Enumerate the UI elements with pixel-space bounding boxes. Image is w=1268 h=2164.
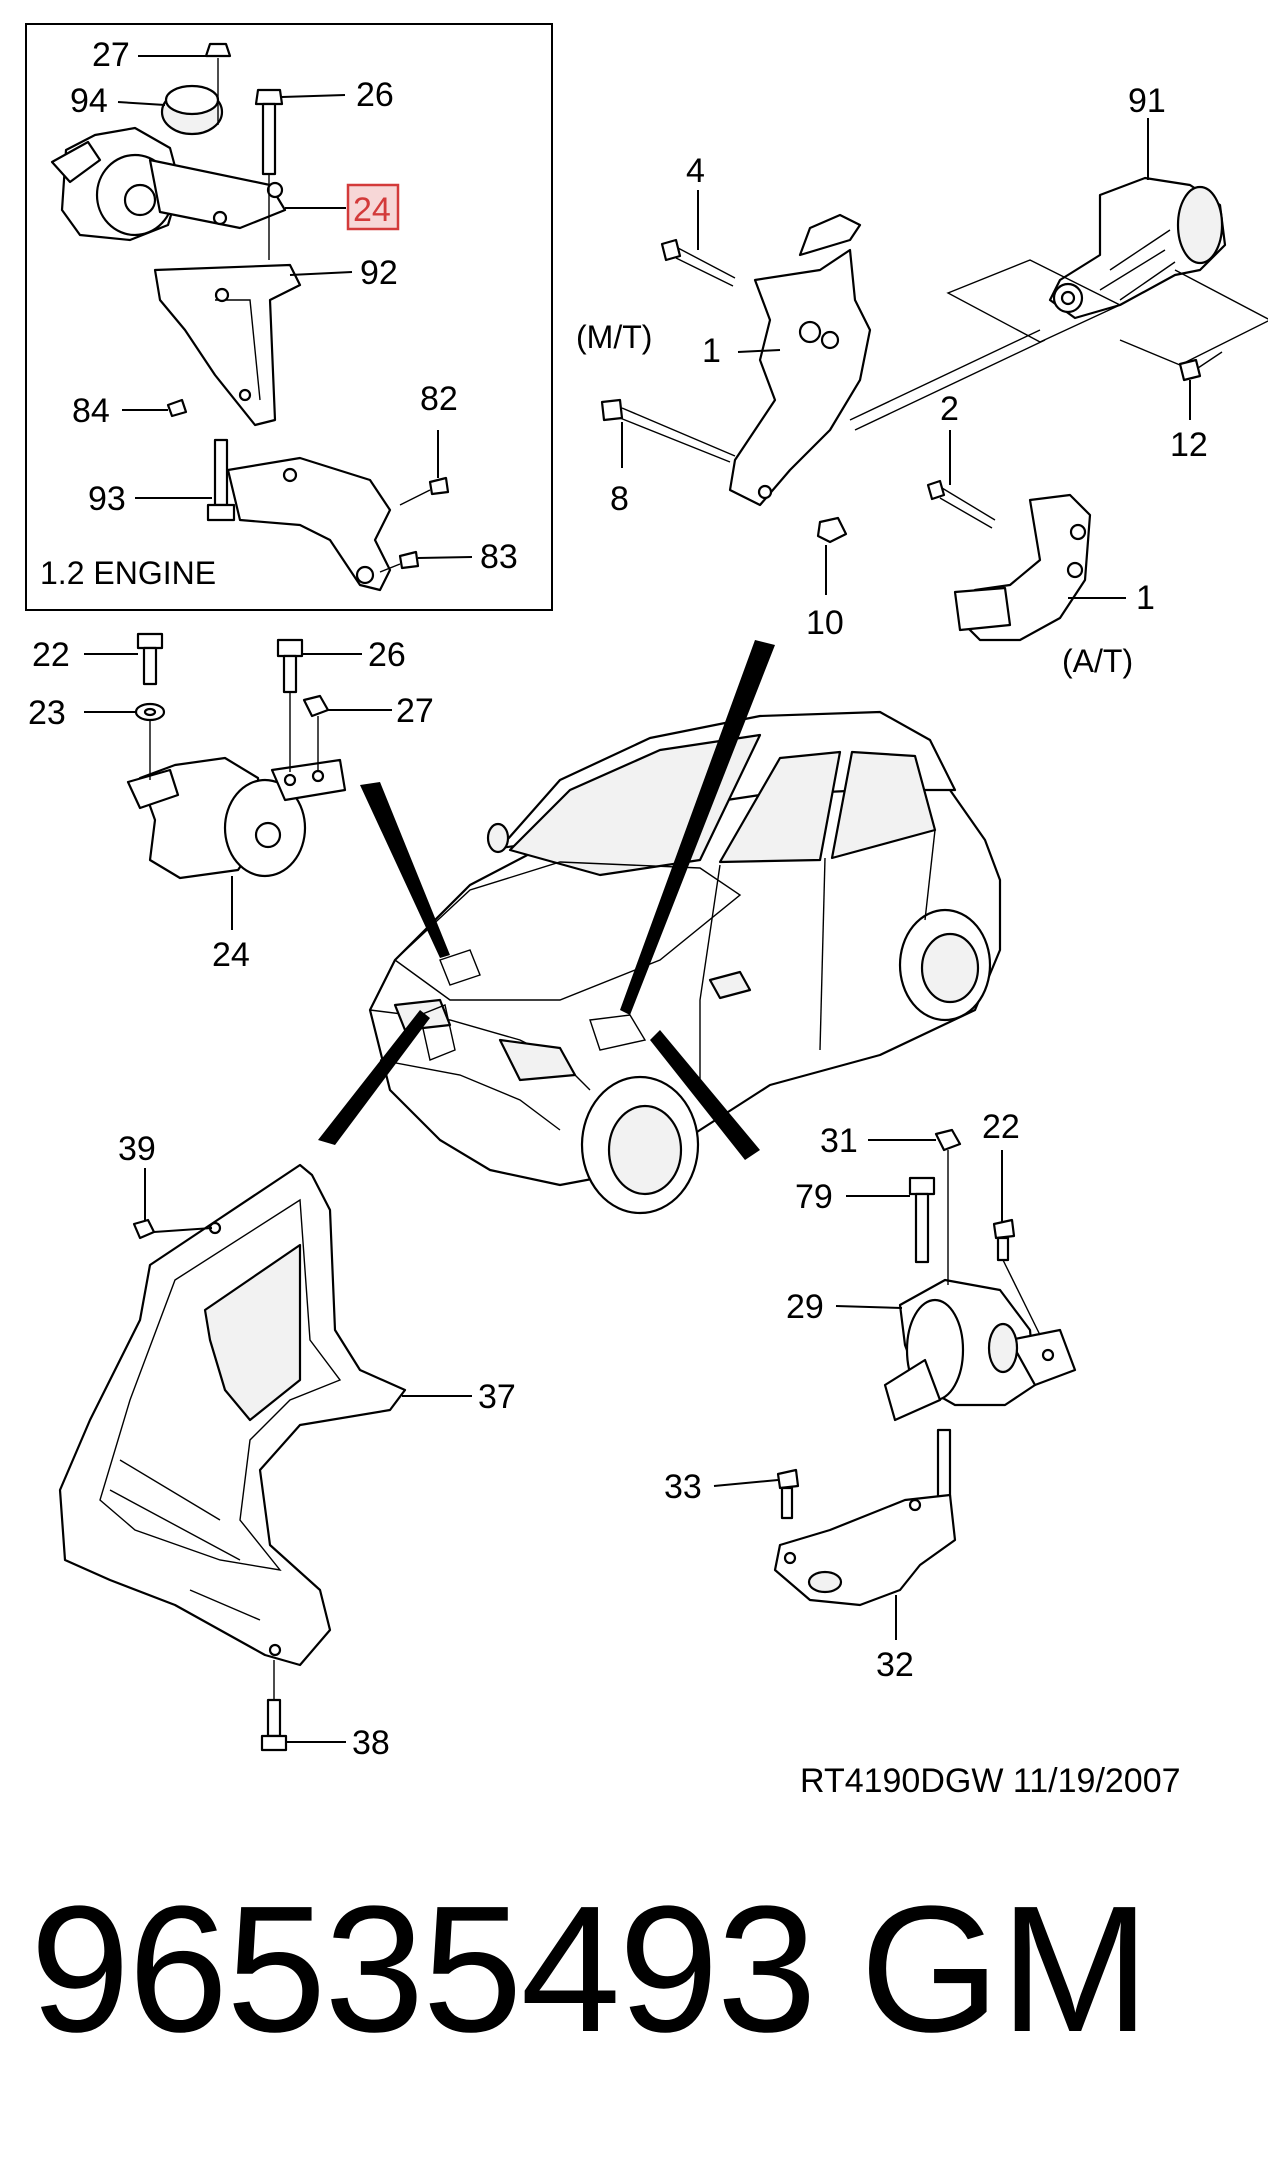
callout-10: 10 [806, 604, 844, 642]
callout-2: 2 [940, 390, 959, 428]
mt-label: (M/T) [576, 319, 652, 355]
callout-33: 33 [664, 1468, 702, 1506]
callout-24-highlighted: 24 [353, 191, 391, 229]
part-number: 96535493 [30, 1869, 817, 2070]
inset-1-2-engine: 27 94 26 24 92 84 82 93 83 1.2 ENGINE [25, 23, 553, 611]
callout-82: 82 [420, 380, 458, 418]
callout-27-left: 27 [396, 692, 434, 730]
callout-32: 32 [876, 1646, 914, 1684]
callout-12: 12 [1170, 426, 1208, 464]
callout-22-right: 22 [982, 1108, 1020, 1146]
brand-name: GM [860, 1869, 1150, 2070]
at-label: (A/T) [1062, 643, 1133, 679]
callout-8: 8 [610, 480, 629, 518]
callout-83: 83 [480, 538, 518, 576]
splash-shield-group: 39 37 38 [58, 1130, 516, 1762]
callout-22-left: 22 [32, 636, 70, 674]
callout-26: 26 [356, 76, 394, 114]
callout-4: 4 [686, 152, 705, 190]
callout-27: 27 [92, 36, 130, 74]
callout-24-highlight-box [346, 183, 400, 231]
callout-24-left: 24 [212, 936, 250, 974]
callout-31: 31 [820, 1122, 858, 1160]
rear-mount-group: 31 22 79 29 33 32 [664, 1108, 1077, 1684]
callout-39: 39 [118, 1130, 156, 1168]
car-illustration [368, 710, 1002, 1215]
left-mount-group: 22 26 23 27 24 [28, 632, 434, 974]
callout-1-at: 1 [1136, 579, 1155, 617]
transmission-mount-group: 91 4 1 12 2 8 10 1 (M/T) (A/T) [576, 82, 1268, 679]
callout-1-mt: 1 [702, 332, 721, 370]
callout-79: 79 [795, 1178, 833, 1216]
pointer-wedges [318, 640, 775, 1160]
callout-93: 93 [88, 480, 126, 518]
callout-29: 29 [786, 1288, 824, 1326]
callout-94: 94 [70, 82, 108, 120]
inset-caption: 1.2 ENGINE [40, 555, 216, 591]
callout-84: 84 [72, 392, 110, 430]
callout-23: 23 [28, 694, 66, 732]
callout-38: 38 [352, 1724, 390, 1762]
callout-37: 37 [478, 1378, 516, 1416]
callout-26-left: 26 [368, 636, 406, 674]
callout-92: 92 [360, 254, 398, 292]
diagram-reference: RT4190DGW 11/19/2007 [800, 1762, 1181, 1800]
callout-91: 91 [1128, 82, 1166, 120]
